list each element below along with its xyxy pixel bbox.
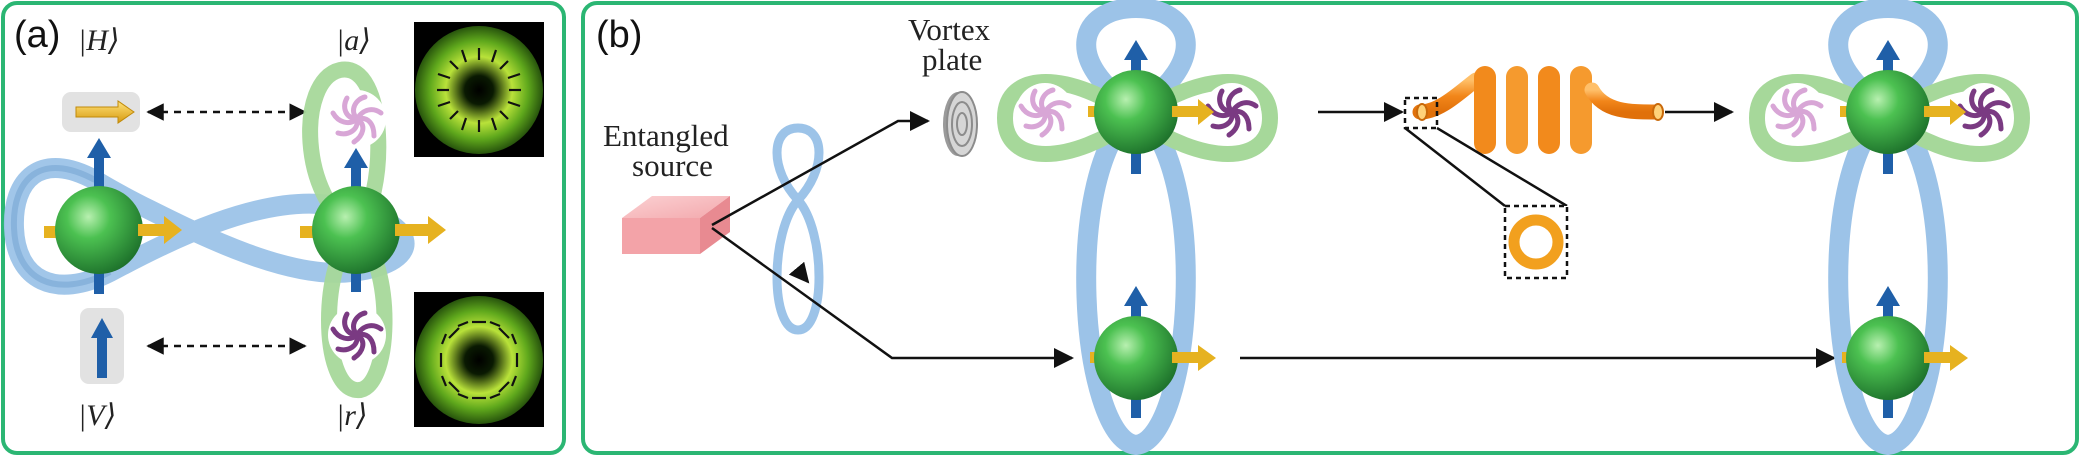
fiber-cross-section-icon [1508, 214, 1564, 270]
vortex-plate-label-line2: plate [922, 42, 982, 77]
source-label-line2: source [632, 148, 713, 183]
middle-photon-ball-upper [1088, 40, 1214, 174]
ket-h-label: |H⟩ [78, 24, 120, 57]
entangled-source-block [622, 196, 730, 254]
vortex-plate-label-line1: Vortex [908, 12, 991, 47]
horizontal-polarization-icon [62, 92, 140, 132]
fiber-end-highlight-box [1403, 96, 1439, 130]
photon-ball-right [300, 148, 446, 292]
photon-ball-left [44, 138, 182, 294]
arrow-source-upper [711, 111, 930, 227]
right-photon-ball-lower [1842, 286, 1968, 418]
ket-a-label: |a⟩ [336, 24, 371, 57]
radial-mode-image [414, 22, 544, 157]
middle-oam-a-icon [1016, 83, 1074, 141]
right-polarization-loop [1828, 0, 1948, 456]
arrow-source-lower [711, 226, 1074, 368]
vertical-polarization-icon [80, 308, 124, 384]
middle-polarization-loop [1076, 0, 1196, 456]
middle-photon-ball-lower [1090, 286, 1216, 418]
oam-a-icon [328, 90, 386, 148]
vortex-plate-icon [943, 91, 978, 157]
source-label-line1: Entangled [603, 118, 729, 153]
ket-v-label: |V⟩ [78, 399, 116, 432]
right-photon-ball-upper [1840, 40, 1966, 174]
small-entanglement-loop [772, 123, 824, 335]
right-oam-a-icon [1768, 83, 1826, 141]
azimuthal-mode-image [414, 292, 544, 427]
ket-r-label: |r⟩ [336, 399, 368, 432]
optical-fiber-coil [1412, 66, 1664, 154]
panel-b-letter: (b) [596, 14, 642, 56]
oam-r-icon [328, 306, 386, 364]
panel-a-letter: (a) [14, 14, 60, 56]
